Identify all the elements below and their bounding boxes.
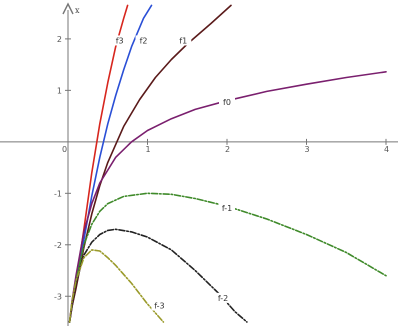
y-tick-label: -3 [54, 292, 62, 301]
y-tick-label: -1 [54, 189, 62, 198]
y-tick-label: -2 [54, 241, 62, 250]
x-tick-label: 3 [305, 145, 310, 154]
series-label-f2: f2 [140, 36, 148, 45]
series-label-background [175, 35, 192, 46]
y-tick-label: 2 [57, 35, 62, 44]
series-line-f1 [68, 4, 232, 323]
y-axis-label: x [75, 6, 80, 15]
series-line-f-3 [68, 249, 165, 323]
series-label-f-1: f-1 [222, 204, 232, 213]
series-labels: f3 f2 f1 f0 f-1 f-2 f-3 [111, 35, 235, 311]
x-tick-label: 2 [225, 145, 230, 154]
y-axis-arrow-icon [62, 2, 74, 15]
series-label-f3: f3 [116, 36, 124, 45]
x-tick-label: 4 [384, 145, 389, 154]
series-label-f0: f0 [223, 98, 231, 107]
y-tick-label: 1 [57, 86, 62, 95]
series-line-f2 [68, 4, 153, 323]
x-tick-label: 1 [146, 145, 151, 154]
series-label-f-3: f-3 [154, 302, 164, 311]
series-line-f0 [68, 71, 387, 323]
series-label-background [219, 97, 235, 108]
series-label-background [111, 35, 128, 46]
series-line-f-1 [68, 192, 387, 323]
series-lines [68, 4, 387, 323]
x-tick-label: 0 [62, 145, 67, 154]
series-label-f-2: f-2 [218, 294, 228, 303]
series-label-background [219, 202, 235, 213]
series-label-background [151, 300, 168, 311]
series-label-background [135, 35, 152, 46]
series-label-f1: f1 [179, 36, 187, 45]
series-label-background [215, 292, 232, 303]
